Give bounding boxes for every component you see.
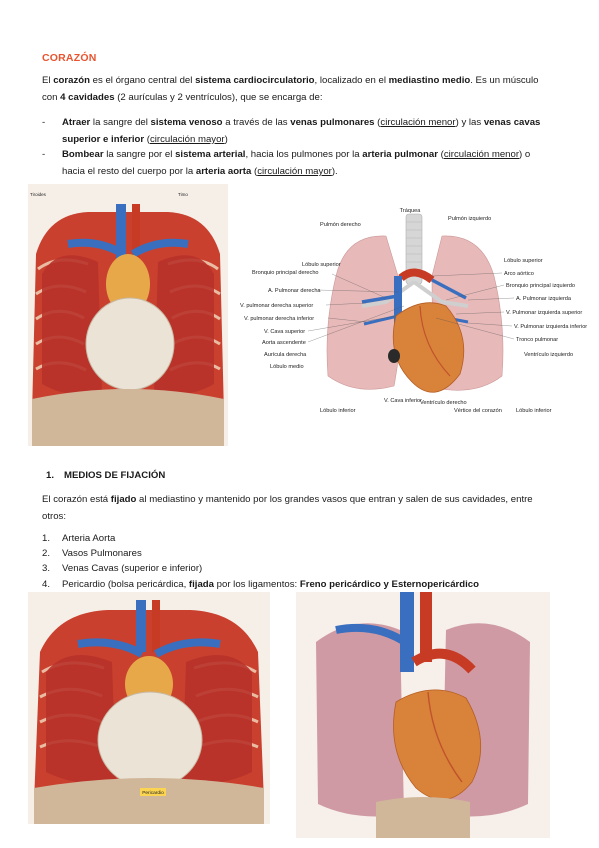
label-lobulo-medio: Lóbulo medio <box>270 364 304 370</box>
label-arco-aortico: Arco aórtico <box>504 271 534 277</box>
svg-text:Timo: Timo <box>178 192 188 197</box>
label-v-pulm-izq-inf: V. Pulmonar izquierda inferior <box>514 324 587 330</box>
label-pericardio: Pericardio <box>142 790 164 796</box>
label-a-pulmonar-derecha: A. Pulmonar derecha <box>268 288 321 294</box>
thorax-pericardium-figure: Pericardio <box>28 592 270 824</box>
list-item: 4. Pericardio (bolsa pericárdica, fijada… <box>42 579 479 590</box>
mediastinum-heart-figure <box>296 592 550 838</box>
label-bronquio-derecho: Bronquio principal derecho <box>252 270 319 276</box>
list-item: 2.Vasos Pulmonares <box>42 548 142 559</box>
label-tronco-pulmonar: Tronco pulmonar <box>516 337 558 343</box>
svg-text:Tiroides: Tiroides <box>30 192 47 197</box>
label-auricula-der: Aurícula derecha <box>264 352 307 358</box>
label-ventriculo-izq: Ventrículo izquierdo <box>524 352 573 358</box>
heart-lungs-labeled-figure: Tráquea Pulmón derecho Pulmón izquierdo … <box>240 208 587 414</box>
label-v-pulm-der-inf: V. pulmonar derecha inferior <box>244 316 314 322</box>
label-pulmon-derecho: Pulmón derecho <box>320 222 361 228</box>
fijacion-paragraph: El corazón está fijado al mediastino y m… <box>42 494 533 522</box>
list-item: 1.Arteria Aorta <box>42 533 116 544</box>
label-traquea: Tráquea <box>400 208 422 214</box>
bullet-atraer: - Atraer la sangre del sistema venoso a … <box>42 117 541 145</box>
thorax-anatomy-figure: Tiroides Timo <box>28 184 228 446</box>
label-aorta-asc: Aorta ascendente <box>262 340 306 346</box>
label-lobulo-superior-r: Lóbulo superior <box>504 258 543 264</box>
label-bronquio-izquierdo: Bronquio principal izquierdo <box>506 283 575 289</box>
label-vertice: Vértice del corazón <box>454 408 502 414</box>
label-lobulo-inferior-r: Lóbulo inferior <box>516 408 552 414</box>
label-pulmon-izquierdo: Pulmón izquierdo <box>448 216 491 222</box>
page-title: CORAZÓN <box>42 52 97 64</box>
label-v-cava-inf: V. Cava inferior <box>384 398 422 404</box>
label-lobulo-superior-l: Lóbulo superior <box>302 262 341 268</box>
label-a-pulmonar-izq: A. Pulmonar izquierda <box>516 296 572 302</box>
label-lobulo-inferior-l: Lóbulo inferior <box>320 408 356 414</box>
label-v-pulm-izq-sup: V. Pulmonar izquierda superior <box>506 310 582 316</box>
bullet-bombear: - Bombear la sangre por el sistema arter… <box>42 149 531 177</box>
list-item: 3.Venas Cavas (superior e inferior) <box>42 563 203 574</box>
label-v-pulm-der-sup: V. pulmonar derecha superior <box>240 303 313 309</box>
label-v-cava-sup: V. Cava superior <box>264 329 305 335</box>
intro-paragraph: El corazón es el órgano central del sist… <box>42 75 539 103</box>
label-ventriculo-der: Ventrículo derecho <box>420 400 467 406</box>
section-heading: 1. MEDIOS DE FIJACIÓN <box>46 470 166 481</box>
